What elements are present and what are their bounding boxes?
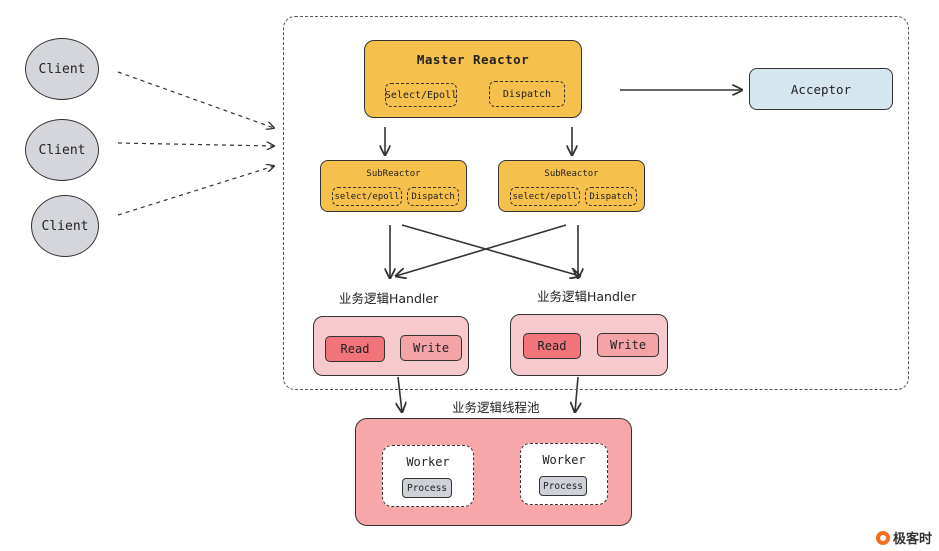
- reactor-boundary: [283, 16, 909, 390]
- thread-pool-label: 业务逻辑线程池: [452, 400, 540, 415]
- client-label: Client: [38, 142, 86, 158]
- write-operation[interactable]: Write: [400, 335, 462, 361]
- client-label: Client: [38, 61, 86, 77]
- master-reactor-title: Master Reactor: [416, 51, 530, 67]
- read-operation[interactable]: Read: [523, 333, 581, 359]
- thread-pool[interactable]: Worker Process Worker Process: [355, 418, 632, 526]
- subreactor-1[interactable]: SubReactor select/epoll Dispatch: [320, 160, 467, 212]
- brand-logo-icon: [876, 530, 890, 545]
- acceptor-label: Acceptor: [790, 81, 852, 97]
- master-dispatch-chip: Dispatch: [489, 81, 565, 107]
- handler-label-2: 业务逻辑Handler: [537, 289, 637, 304]
- brand-logo-text: 极客时: [893, 532, 933, 547]
- subreactor-2[interactable]: SubReactor select/epoll Dispatch: [498, 160, 645, 212]
- handler-box-1[interactable]: Read Write: [313, 316, 469, 376]
- subreactor-dispatch-chip: Dispatch: [585, 187, 637, 206]
- handler2-pool-arrow: [575, 376, 578, 412]
- client-node-1[interactable]: Client: [25, 38, 99, 100]
- client1-arrow: [117, 71, 274, 128]
- subreactor-title: SubReactor: [366, 169, 421, 179]
- master-reactor[interactable]: Master Reactor Select/Epoll Dispatch: [364, 40, 582, 118]
- worker-title: Worker: [542, 453, 586, 467]
- sub2-handler1-arrow: [396, 224, 567, 276]
- client3-arrow: [117, 166, 274, 216]
- client2-arrow: [117, 143, 274, 146]
- subreactor-select-epoll-chip: select/epoll: [510, 187, 580, 206]
- worker-1[interactable]: Worker Process: [382, 445, 474, 507]
- handler-label-1: 业务逻辑Handler: [339, 291, 439, 306]
- subreactor-dispatch-chip: Dispatch: [407, 187, 459, 206]
- process-task: Process: [402, 478, 452, 498]
- client-label: Client: [41, 218, 89, 234]
- client-node-3[interactable]: Client: [31, 195, 99, 257]
- sub1-handler2-arrow: [401, 224, 580, 276]
- write-operation[interactable]: Write: [597, 333, 659, 357]
- subreactor-select-epoll-chip: select/epoll: [332, 187, 402, 206]
- handler-box-2[interactable]: Read Write: [510, 314, 668, 376]
- read-operation[interactable]: Read: [325, 336, 385, 362]
- client-node-2[interactable]: Client: [25, 119, 99, 181]
- handler1-pool-arrow: [398, 376, 402, 412]
- subreactor-title: SubReactor: [544, 169, 599, 179]
- process-task: Process: [539, 476, 587, 496]
- worker-2[interactable]: Worker Process: [520, 443, 608, 505]
- worker-title: Worker: [406, 455, 450, 469]
- master-select-epoll-chip: Select/Epoll: [385, 83, 457, 107]
- brand-logo: 极客时: [876, 528, 932, 547]
- acceptor-node[interactable]: Acceptor: [749, 68, 893, 110]
